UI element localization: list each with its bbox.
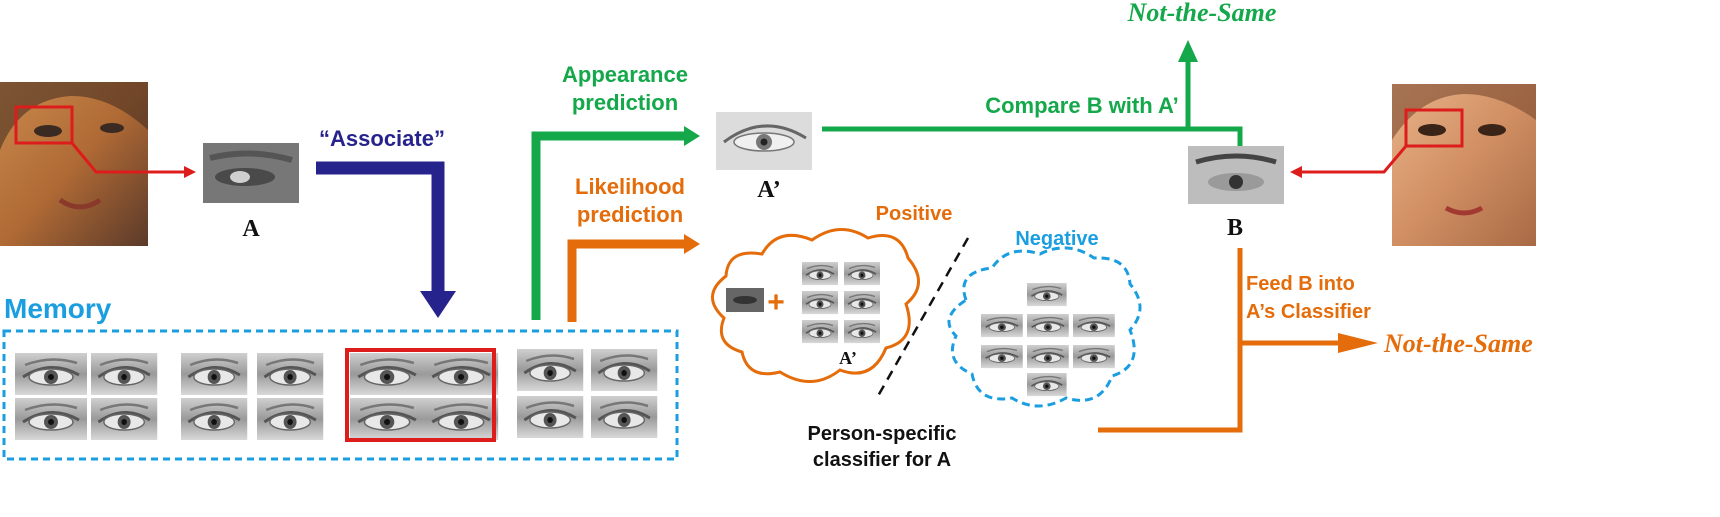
eye-patch-b	[1188, 146, 1284, 204]
feed-label-2: A’s Classifier	[1246, 301, 1371, 323]
appearance-arrow	[531, 131, 684, 320]
appearance-label-2: prediction	[572, 90, 678, 115]
classifier-label-2: classifier for A	[813, 449, 951, 471]
memory-eye-grid	[13, 347, 659, 442]
arrowhead-red-right	[1290, 166, 1302, 178]
eye-patch-a	[203, 143, 299, 203]
feed-line	[1098, 248, 1243, 433]
feed-label-1: Feed B into	[1246, 273, 1355, 295]
face-photo-a	[0, 82, 148, 246]
associate-label: “Associate”	[319, 126, 445, 151]
not-same-arrowhead-right	[1338, 333, 1378, 353]
appearance-label-1: Appearance	[562, 62, 688, 87]
appearance-arrowhead	[684, 126, 700, 146]
associate-arrowhead	[420, 291, 456, 318]
face-photo-b	[1392, 84, 1536, 246]
likelihood-arrow	[567, 239, 684, 322]
negative-label: Negative	[1015, 228, 1098, 250]
label-b: B	[1227, 215, 1243, 241]
compare-line	[822, 126, 1243, 146]
arrowhead-red-left	[184, 166, 196, 178]
label-a-prime-cloud: A’	[839, 348, 857, 368]
classifier-label-1: Person-specific	[808, 423, 957, 445]
arrow-face-to-a	[70, 142, 186, 174]
label-a: A	[242, 216, 260, 242]
associate-arrow	[316, 161, 445, 292]
positive-label: Positive	[876, 203, 953, 225]
memory-box	[2, 329, 679, 461]
classifier-boundary	[876, 237, 970, 397]
plus-icon: +	[767, 286, 785, 319]
likelihood-label-1: Likelihood	[575, 174, 685, 199]
eye-patch-a-prime	[716, 112, 812, 170]
compare-label: Compare B with A’	[985, 93, 1179, 118]
likelihood-arrowhead	[684, 234, 700, 254]
positive-sample-eyes	[726, 261, 881, 344]
result-not-same-right: Not-the-Same	[1383, 329, 1533, 358]
label-a-prime: A’	[757, 177, 781, 203]
result-not-same-top: Not-the-Same	[1127, 0, 1277, 27]
arrow-face-to-b	[1300, 145, 1408, 174]
memory-match-highlight	[345, 348, 496, 442]
not-same-arrowhead-up	[1178, 40, 1198, 62]
likelihood-label-2: prediction	[577, 202, 683, 227]
memory-label: Memory	[4, 293, 112, 324]
